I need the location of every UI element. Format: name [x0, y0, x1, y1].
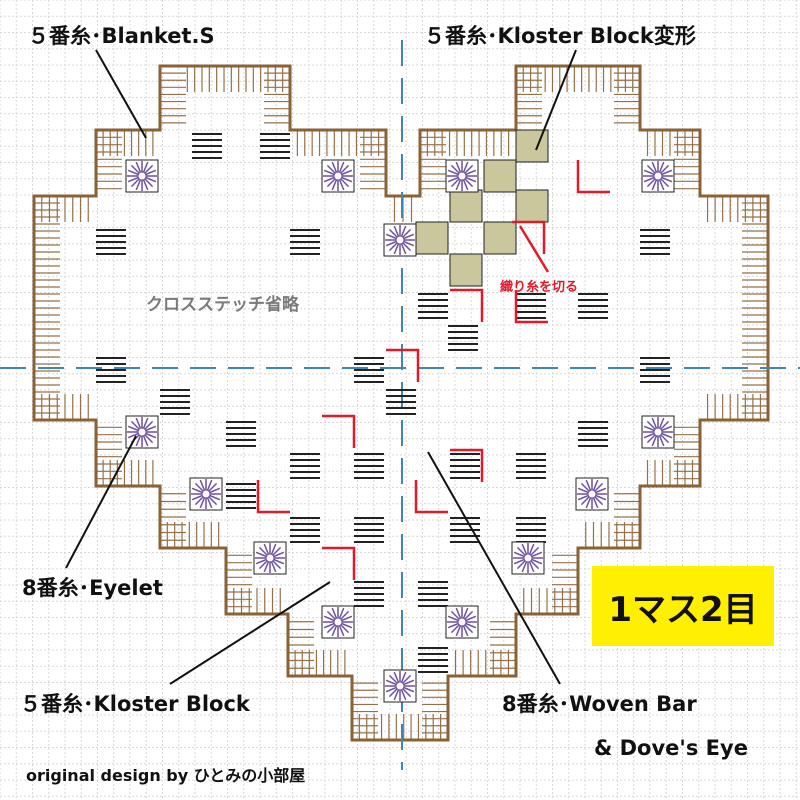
kloster-block: [640, 229, 670, 255]
eyelet: [321, 605, 355, 639]
scale-badge: 1マス2目: [592, 566, 774, 646]
kloster-block: [354, 357, 384, 383]
kloster-variant-block: [449, 189, 483, 223]
label-doves-eye: & Dove's Eye: [594, 736, 748, 760]
kloster-block: [354, 581, 384, 607]
kloster-block: [192, 133, 222, 159]
eyelet: [383, 669, 417, 703]
eyelet: [383, 223, 417, 257]
leader-line: [535, 49, 577, 151]
kloster-block: [96, 229, 126, 255]
leader-line: [427, 451, 561, 685]
kloster-block: [386, 389, 416, 415]
kloster-block: [516, 293, 546, 319]
cut-thread-marker: [322, 546, 356, 580]
eyelet: [445, 605, 479, 639]
kloster-block: [578, 421, 608, 447]
kloster-block: [354, 517, 384, 543]
kloster-block: [290, 517, 320, 543]
eyelet: [189, 477, 223, 511]
cut-thread-marker: [414, 480, 448, 514]
kloster-block: [226, 483, 256, 509]
cut-thread-marker: [386, 348, 420, 382]
cut-threads-leader: [518, 225, 550, 273]
leader-line: [95, 49, 147, 139]
eyelet: [445, 159, 479, 193]
kloster-variant-block: [515, 189, 549, 223]
heart-stitch-pattern: [0, 40, 800, 770]
kloster-block: [260, 133, 290, 159]
label-woven-bar: 8番糸･Woven Bar: [502, 692, 697, 716]
label-blanket-stitch: ５番糸･Blanket.S: [28, 24, 215, 48]
kloster-block: [418, 647, 448, 673]
kloster-block: [418, 293, 448, 319]
eyelet: [641, 415, 675, 449]
label-cross-stitch-omitted: クロスステッチ省略: [146, 295, 299, 315]
cut-thread-marker: [450, 288, 484, 322]
eyelet: [125, 159, 159, 193]
label-kloster-block-variant: ５番糸･Kloster Block変形: [424, 24, 696, 48]
cut-thread-marker: [512, 220, 546, 254]
label-eyelet: 8番糸･Eyelet: [22, 576, 163, 600]
eyelet: [641, 159, 675, 193]
cut-thread-marker: [322, 414, 356, 448]
eyelet: [511, 541, 545, 575]
kloster-block: [640, 357, 670, 383]
kloster-block: [290, 229, 320, 255]
eyelet: [125, 415, 159, 449]
kloster-block: [516, 453, 546, 479]
kloster-variant-block: [415, 221, 449, 255]
kloster-variant-block: [483, 221, 517, 255]
kloster-block: [226, 421, 256, 447]
kloster-block: [418, 581, 448, 607]
eyelet: [321, 159, 355, 193]
kloster-block: [290, 453, 320, 479]
kloster-block: [96, 357, 126, 383]
kloster-block: [578, 293, 608, 319]
leader-lines: [65, 49, 577, 685]
cut-thread-marker: [576, 160, 610, 194]
kloster-variant-block: [515, 129, 549, 163]
kloster-variant-block: [449, 253, 483, 287]
credit-text: original design by ひとみの小部屋: [26, 766, 306, 785]
eyelet: [253, 541, 287, 575]
kloster-block: [450, 453, 480, 479]
leader-line: [169, 581, 331, 685]
kloster-variant-block: [483, 159, 517, 193]
cut-thread-marker: [256, 480, 290, 514]
blanket-stitch: [34, 66, 768, 740]
eyelet: [575, 477, 609, 511]
kloster-block: [160, 389, 190, 415]
label-kloster-block: ５番糸･Kloster Block: [20, 692, 250, 716]
cut-thread-marker: [514, 290, 548, 324]
label-cut-threads: 織り糸を切る: [500, 280, 579, 295]
kloster-block: [448, 325, 478, 351]
kloster-block: [354, 453, 384, 479]
cut-thread-marker: [450, 448, 484, 482]
leader-line: [65, 435, 137, 569]
